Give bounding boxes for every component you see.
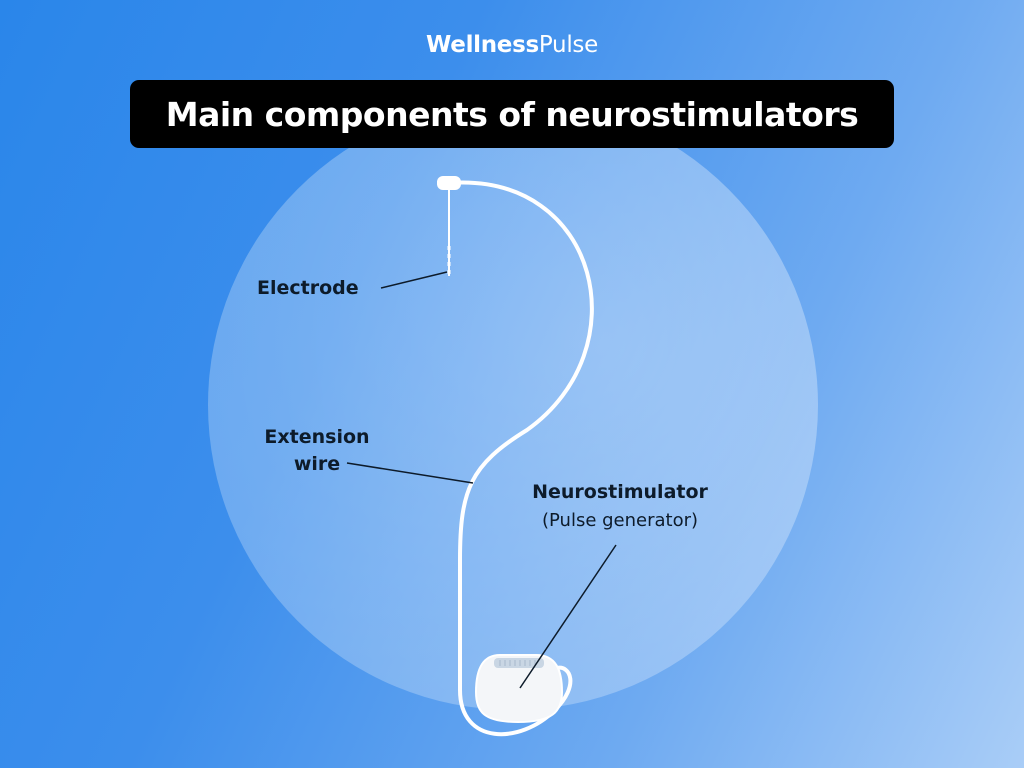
brand-logo-part2: Pulse bbox=[538, 32, 598, 58]
extension-wire-label: Extension wire bbox=[257, 424, 377, 478]
pulse-generator-device bbox=[474, 654, 564, 724]
extension-wire bbox=[447, 180, 594, 737]
electrode-head bbox=[437, 176, 461, 190]
extension-wire-label-line2: wire bbox=[293, 453, 341, 475]
extension-leader-line bbox=[346, 462, 474, 484]
brand-logo: WellnessPulse bbox=[0, 32, 1024, 58]
title-banner: Main components of neurostimulators bbox=[130, 80, 894, 148]
electrode-label: Electrode bbox=[257, 277, 359, 299]
pulse-generator-label: (Pulse generator) bbox=[541, 510, 699, 531]
neurostimulator-label: Neurostimulator bbox=[532, 481, 708, 503]
brand-logo-part1: Wellness bbox=[426, 32, 539, 58]
extension-wire-label-line1: Extension bbox=[264, 426, 370, 448]
background-circle bbox=[208, 100, 818, 710]
neurostimulator-leader-line bbox=[519, 544, 617, 689]
page-title: Main components of neurostimulators bbox=[165, 94, 859, 134]
electrode-leader-line bbox=[380, 271, 448, 289]
